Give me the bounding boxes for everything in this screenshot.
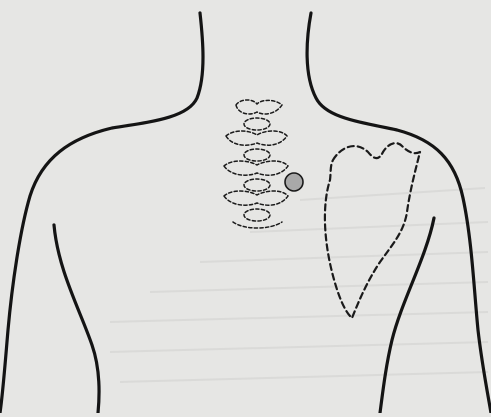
vertebra [226,131,287,161]
spine [224,100,288,228]
pain-referral-area [325,143,420,318]
left-torso-outline [0,13,203,413]
vertebra [224,191,288,221]
paper-show-through [110,188,488,382]
right-torso-outline [307,13,491,413]
vertebra [224,161,288,191]
left-inner-arm [54,225,99,413]
pain-point-marker [285,173,303,191]
vertebra [236,100,282,130]
